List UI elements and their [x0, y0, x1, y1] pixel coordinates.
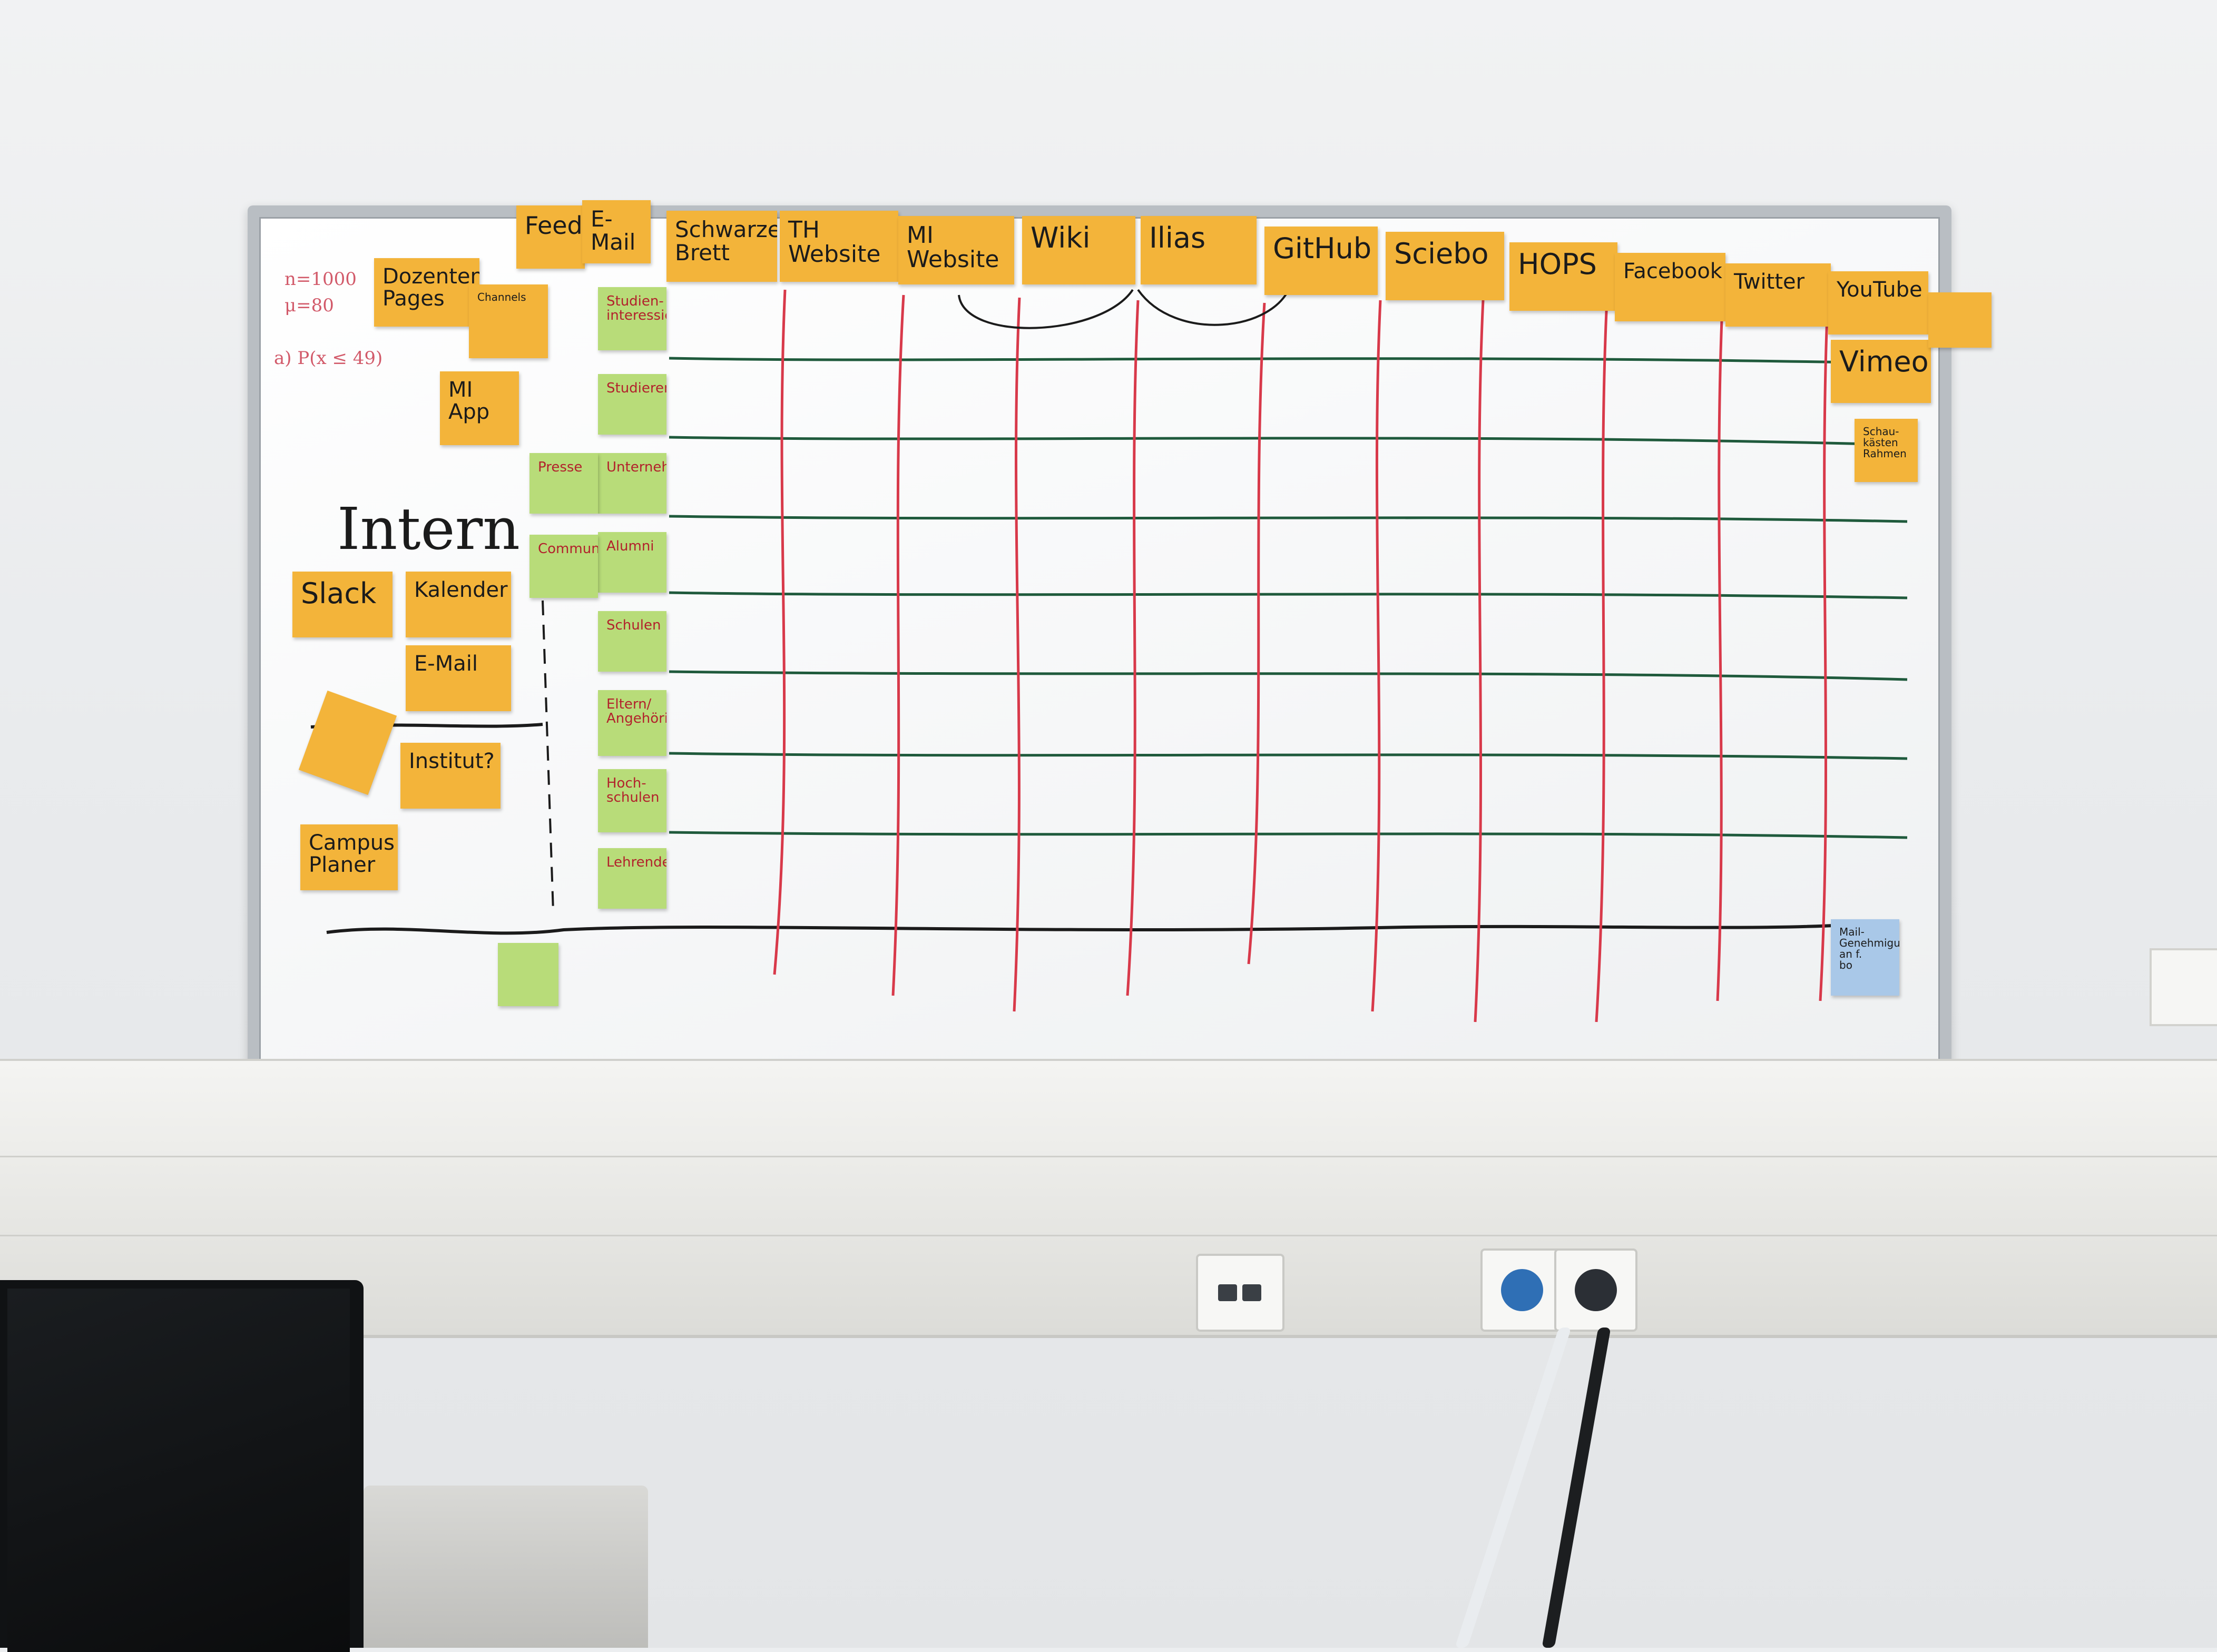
monitor: [0, 1280, 364, 1652]
small-green-note: [498, 943, 558, 1006]
red-column-line: [773, 289, 787, 975]
formula-probability: a) P(x ≤ 49): [274, 348, 383, 369]
side-note-mail-genehmigung: Mail- Genehmigung an f. bo: [1831, 919, 1899, 996]
red-column-line: [1126, 300, 1140, 996]
red-column-line: [1013, 297, 1021, 1012]
side-note-email: E-Mail: [406, 645, 511, 711]
header-note-wiki: Wiki: [1022, 216, 1135, 284]
desk-object: [364, 1486, 648, 1648]
side-note-dozenten-pages: Dozenten Pages: [374, 258, 479, 327]
formula-mu: μ=80: [285, 295, 334, 316]
header-note-hops: HOPS: [1509, 242, 1617, 311]
light-switch[interactable]: [2150, 948, 2217, 1026]
header-note-vimeo: Vimeo: [1831, 340, 1931, 403]
header-note-mi-website: MI Website: [898, 216, 1014, 284]
row-note-unternehmen: Unternehmen: [598, 453, 666, 514]
board-grid: [310, 284, 1908, 1022]
formula-n: n=1000: [285, 269, 357, 290]
header-note-ilias: Ilias: [1141, 216, 1257, 284]
red-column-line: [1819, 289, 1830, 1001]
arrow-curve: [958, 289, 1134, 329]
header-note-twitter: Twitter: [1725, 263, 1831, 327]
network-port[interactable]: [1242, 1284, 1261, 1301]
green-row-line: [669, 515, 1908, 523]
side-note-community: Community: [529, 535, 598, 598]
side-note-mi-app: MI App: [440, 371, 519, 445]
small-yellow-note: [1928, 292, 1992, 348]
green-row-line: [669, 831, 1908, 839]
green-row-line: [669, 670, 1908, 681]
green-row-line: [669, 436, 1908, 447]
side-note-schaukaesten: Schau- kästen Rahmen: [1855, 419, 1918, 482]
rail-edge: [0, 1156, 2217, 1157]
monitor-screen: [7, 1289, 350, 1652]
black-plug[interactable]: [1575, 1269, 1617, 1311]
row-note-alumni: Alumni: [598, 532, 666, 593]
arrow-curve: [1137, 284, 1292, 326]
red-column-line: [1474, 300, 1485, 1022]
row-note-studieninteressierte: Studien- interessierte: [598, 287, 666, 350]
green-row-line: [669, 357, 1908, 365]
blue-plug[interactable]: [1501, 1269, 1543, 1311]
side-note-slack: Slack: [292, 572, 393, 637]
power-socket[interactable]: [1480, 1248, 1564, 1332]
red-column-line: [1247, 302, 1266, 965]
row-note-studierende: Studierende: [598, 374, 666, 435]
header-note-th-website: TH Website: [780, 211, 898, 282]
row-note-schulen: Schulen: [598, 611, 666, 672]
row-note-eltern: Eltern/ Angehörige: [598, 690, 666, 756]
side-note-institut: Institut?: [400, 743, 501, 809]
header-note-github: GitHub: [1264, 227, 1378, 295]
header-note-email: E-Mail: [582, 200, 651, 263]
side-note-kalender: Kalender: [406, 572, 511, 637]
cable-rail: [0, 1059, 2217, 1338]
row-note-hochschulen: Hoch- schulen: [598, 769, 666, 832]
network-port[interactable]: [1218, 1284, 1237, 1301]
dashed-divider: [542, 600, 554, 912]
side-note-channels: Channels: [469, 284, 548, 358]
side-note-presse: Presse: [529, 453, 598, 514]
header-note-sciebo: Sciebo: [1386, 232, 1504, 300]
intern-label: Intern: [337, 495, 521, 563]
network-socket[interactable]: [1196, 1254, 1284, 1332]
header-note-facebook: Facebook: [1615, 253, 1725, 321]
header-note-schwarzes-brett: Schwarzes Brett: [666, 211, 777, 282]
red-column-line: [891, 294, 905, 996]
rail-edge: [0, 1235, 2217, 1236]
separator-wave: [326, 920, 1892, 935]
row-note-lehrende: Lehrende: [598, 848, 666, 909]
side-note-campus-planer: Campus Planer: [300, 824, 398, 890]
header-note-youtube: YouTube: [1828, 271, 1928, 335]
red-column-line: [1595, 300, 1608, 1022]
header-note-feeds: Feeds: [516, 205, 585, 269]
red-column-line: [1371, 300, 1382, 1012]
green-row-line: [669, 591, 1908, 599]
red-column-line: [1716, 294, 1724, 1001]
power-socket[interactable]: [1554, 1248, 1637, 1332]
